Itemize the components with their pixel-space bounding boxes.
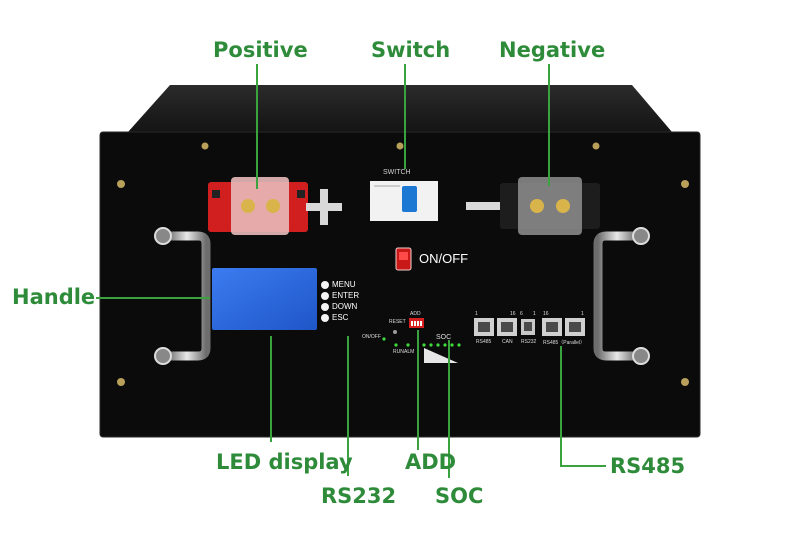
- led-leader-line: [270, 336, 272, 442]
- pin-label: 1: [581, 311, 584, 317]
- switch-label: SWITCH: [383, 169, 411, 176]
- pin-label: 16: [510, 311, 516, 317]
- switch-leader-line: [404, 64, 406, 169]
- down-label: DOWN: [332, 302, 358, 311]
- reset-button[interactable]: [393, 330, 397, 334]
- negative-callout: Negative: [499, 38, 606, 62]
- negative-terminal: [500, 177, 600, 235]
- port-rs485-label: RS485: [476, 339, 492, 345]
- soc-small-label: SOC: [436, 334, 452, 341]
- handle-leader-line: [96, 297, 210, 299]
- comm-ports: [474, 318, 585, 336]
- positive-callout: Positive: [213, 38, 308, 62]
- dip-switch[interactable]: [409, 318, 424, 328]
- pin-label: 6: [520, 311, 523, 317]
- menu-label: MENU: [332, 280, 356, 289]
- soc-leader-line: [448, 340, 450, 478]
- run-label: RUN: [393, 349, 404, 355]
- negative-leader-line: [548, 64, 550, 186]
- positive-terminal: [208, 177, 308, 235]
- status-led-icon: [382, 337, 461, 347]
- alm-label: ALM: [404, 349, 415, 355]
- front-panel: [100, 132, 700, 437]
- positive-leader-line: [256, 64, 258, 189]
- left-handle[interactable]: [154, 227, 211, 365]
- handle-callout: Handle: [12, 285, 96, 309]
- chassis-top: [128, 85, 672, 132]
- rs232-callout: RS232: [321, 484, 397, 508]
- rs485-leader-vertical: [560, 346, 562, 467]
- screw-icon: [117, 142, 689, 386]
- add-small-label: ADD: [410, 311, 421, 317]
- breaker-switch[interactable]: [370, 181, 438, 221]
- soc-callout: SOC: [435, 484, 484, 508]
- esc-label: ESC: [332, 313, 349, 322]
- plus-icon: [306, 189, 342, 225]
- add-leader-line: [417, 330, 419, 450]
- right-handle[interactable]: [593, 227, 650, 365]
- pin-label: 16: [543, 311, 549, 317]
- rs485-leader-horizontal: [560, 465, 606, 467]
- add-callout: ADD: [405, 450, 457, 474]
- reset-label: RESET: [389, 319, 406, 325]
- enter-label: ENTER: [332, 291, 360, 300]
- rs485-callout: RS485: [610, 454, 686, 478]
- onoff-label: ON/OFF: [419, 251, 469, 266]
- lcd-display: [212, 268, 317, 330]
- rs232-leader-line: [347, 336, 349, 476]
- pin-label: 1: [533, 311, 536, 317]
- port-can-label: CAN: [502, 339, 513, 345]
- minus-icon: [466, 202, 502, 210]
- led-display-callout: LED display: [216, 450, 353, 474]
- port-parallel-label: RS485（Parallel）: [543, 340, 585, 346]
- pin-label: 1: [475, 311, 478, 317]
- onoff-small-label: ON/OFF: [362, 334, 381, 340]
- menu-button-dots[interactable]: [321, 281, 329, 322]
- power-rocker-switch[interactable]: [395, 247, 412, 271]
- port-rs232-label: RS232: [521, 339, 537, 345]
- switch-callout: Switch: [371, 38, 451, 62]
